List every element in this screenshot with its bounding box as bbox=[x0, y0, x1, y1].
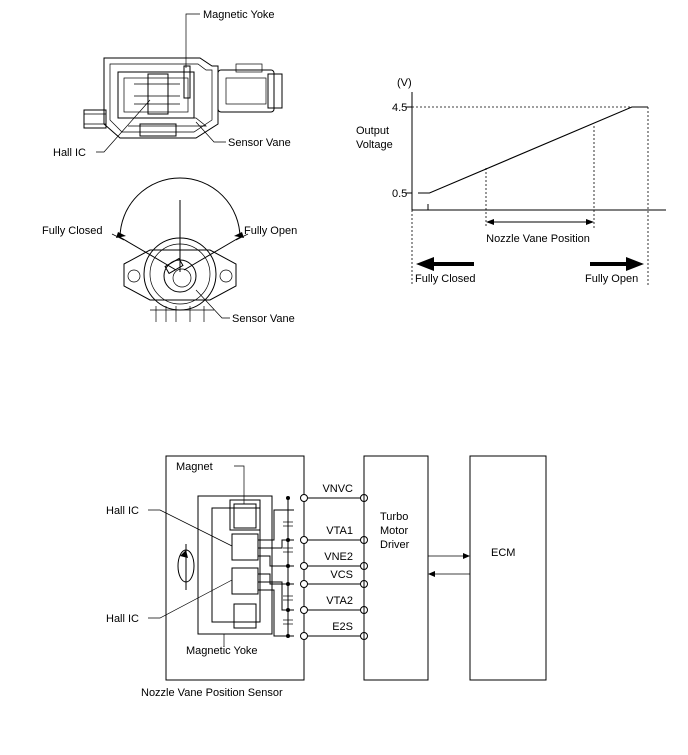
sensor-side-view bbox=[83, 57, 283, 139]
terminal-node-vta2-sensor bbox=[300, 606, 308, 614]
terminal-node-vta1-sensor bbox=[300, 536, 308, 544]
sensor-vane-callout-front: Sensor Vane bbox=[195, 289, 295, 325]
terminal-node-vcs-sensor bbox=[300, 580, 308, 588]
driver-label-line-1: Turbo bbox=[380, 511, 408, 523]
magnetic-yoke-outline bbox=[197, 495, 273, 635]
ecm-box bbox=[469, 455, 547, 681]
hall-ic-top-pointer bbox=[148, 509, 233, 547]
terminal-label-e2s: E2S bbox=[332, 621, 353, 633]
y-tick-label-high: 4.5 bbox=[392, 102, 407, 114]
driver-label-line-2: Motor bbox=[380, 525, 408, 537]
fully-closed-chart-label: Fully Closed bbox=[415, 273, 476, 285]
turbo-motor-driver-label: Turbo Motor Driver bbox=[380, 511, 411, 551]
fully-open-callout-front: Fully Open bbox=[234, 225, 297, 241]
sensor-box-label: Nozzle Vane Position Sensor bbox=[141, 687, 283, 699]
magnetic-yoke-circuit-label: Magnetic Yoke bbox=[186, 645, 258, 657]
sensor-front-view bbox=[117, 177, 243, 322]
rotation-symbol bbox=[177, 544, 195, 590]
magnet-top-bg bbox=[229, 499, 261, 531]
fully-closed-arrow-head bbox=[416, 257, 434, 271]
magnet-bottom bbox=[233, 603, 257, 629]
magnet-pointer bbox=[234, 465, 245, 504]
hall-ic-bottom-box bbox=[231, 567, 259, 595]
y-axis-label-line-2: Voltage bbox=[356, 139, 393, 151]
fully-closed-label-front: Fully Closed bbox=[42, 225, 103, 237]
y-unit-label: (V) bbox=[397, 77, 412, 89]
driver-label-line-3: Driver bbox=[380, 539, 410, 551]
hall-ic-label: Hall IC bbox=[53, 147, 86, 159]
fully-open-arrow-head bbox=[626, 257, 644, 271]
hall-ic-bottom-label: Hall IC bbox=[106, 613, 139, 625]
x-axis-label: Nozzle Vane Position bbox=[486, 233, 590, 245]
fully-open-label-front: Fully Open bbox=[244, 225, 297, 237]
terminal-node-vnvc-sensor bbox=[300, 494, 308, 502]
hall-ic-callout: Hall IC bbox=[53, 99, 151, 159]
yoke-inner bbox=[211, 507, 261, 623]
terminal-label-vta2: VTA2 bbox=[326, 595, 353, 607]
output-voltage-chart: (V) Output Voltage 4.5 0.5 Nozzle Vane P… bbox=[356, 77, 666, 285]
terminal-label-vnvc: VNVC bbox=[322, 483, 353, 495]
hall-ic-wiring bbox=[258, 496, 294, 638]
fully-closed-callout-front: Fully Closed bbox=[42, 225, 126, 241]
magnet-label: Magnet bbox=[176, 461, 213, 473]
turbo-motor-driver-box bbox=[363, 455, 429, 681]
signal-to-driver-arrow bbox=[428, 571, 435, 577]
range-arrow-right-head bbox=[586, 219, 594, 225]
sensor-vane-label-front: Sensor Vane bbox=[232, 313, 295, 325]
y-axis-label-line-1: Output bbox=[356, 125, 389, 137]
range-arrow-left-head bbox=[486, 219, 494, 225]
magnetic-yoke-label: Magnetic Yoke bbox=[203, 9, 275, 21]
circuit-diagram: Nozzle Vane Position Sensor Magnet Hall … bbox=[106, 455, 547, 699]
terminal-label-vta1: VTA1 bbox=[326, 525, 353, 537]
terminal-label-vcs: VCS bbox=[330, 569, 353, 581]
terminal-label-vne2: VNE2 bbox=[324, 551, 353, 563]
voltage-series-line bbox=[418, 106, 648, 194]
sensor-vane-label-side: Sensor Vane bbox=[228, 137, 291, 149]
hall-ic-top-box bbox=[231, 533, 259, 561]
magnetic-yoke-callout: Magnetic Yoke bbox=[185, 9, 275, 68]
terminal-node-vne2-sensor bbox=[300, 562, 308, 570]
sensor-vane-callout-side: Sensor Vane bbox=[195, 121, 291, 149]
magnet-top bbox=[233, 503, 257, 529]
signal-to-ecm-arrow bbox=[463, 553, 470, 559]
hall-ic-bottom-pointer bbox=[148, 579, 233, 619]
fully-open-chart-label: Fully Open bbox=[585, 273, 638, 285]
y-tick-label-low: 0.5 bbox=[392, 188, 407, 200]
y-axis-label: Output Voltage bbox=[356, 125, 393, 151]
hall-ic-top-label: Hall IC bbox=[106, 505, 139, 517]
terminal-node-e2s-sensor bbox=[300, 632, 308, 640]
ecm-label: ECM bbox=[491, 547, 515, 559]
